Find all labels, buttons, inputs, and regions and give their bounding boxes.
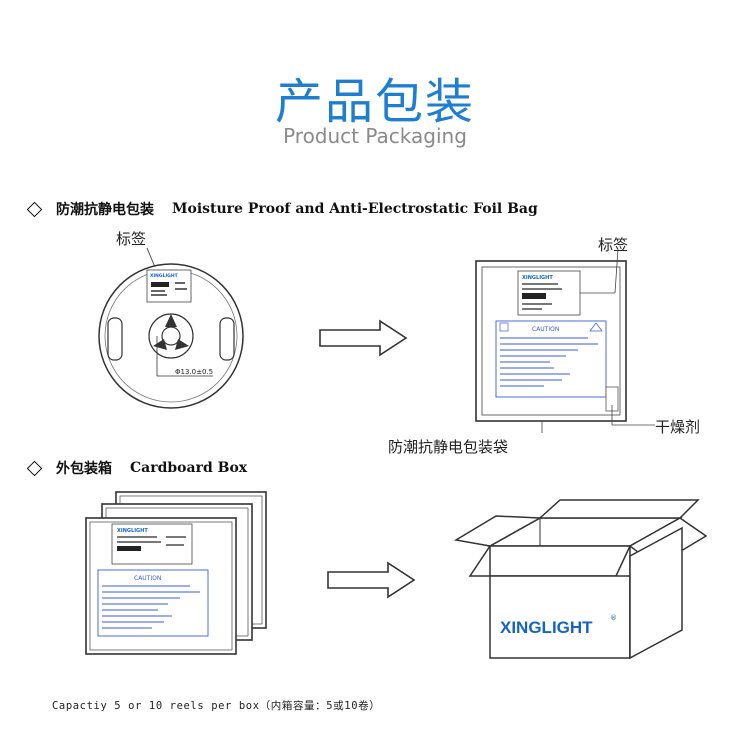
foil-bag-diagram: XINGLIGHT CAUTION xyxy=(475,248,655,433)
section1-heading-cn: 防潮抗静电包装 xyxy=(56,202,154,218)
section2-heading: 外包装箱 Cardboard Box xyxy=(26,458,247,478)
reel-sticker-brand: XINGLIGHT xyxy=(150,273,179,279)
cardboard-box-diagram: XINGLIGHT ® xyxy=(453,499,708,660)
arrow-right-icon xyxy=(327,561,416,599)
bag-label-callout: 标签 xyxy=(598,236,629,254)
section2-heading-en: Cardboard Box xyxy=(130,460,248,476)
stack-sticker-brand: XINGLIGHT xyxy=(117,528,148,534)
section1-heading: 防潮抗静电包装 Moisture Proof and Anti-Electros… xyxy=(26,199,538,219)
section2-heading-cn: 外包装箱 xyxy=(56,461,112,477)
page-subtitle: Product Packaging xyxy=(283,124,467,148)
stack-caution-title: CAUTION xyxy=(134,575,161,582)
capacity-note: Capactiy 5 or 10 reels per box（内箱容量：5或10… xyxy=(52,700,381,712)
bag-caution-title: CAUTION xyxy=(532,326,559,333)
page-title: 产品包装 xyxy=(274,74,475,130)
section1-heading-en: Moisture Proof and Anti-Electrostatic Fo… xyxy=(172,201,538,217)
desiccant-callout: 干燥剂 xyxy=(655,418,701,436)
reel-dimension-text: Φ13.0±0.5 xyxy=(175,368,213,376)
reel-diagram: Φ13.0±0.5 XINGLIGHT xyxy=(98,247,244,409)
box-brand-text: XINGLIGHT xyxy=(500,618,593,637)
diamond-bullet-icon xyxy=(26,201,43,217)
box-brand-mark: ® xyxy=(610,614,617,622)
bag-sticker-brand: XINGLIGHT xyxy=(522,275,553,281)
reel-label-callout: 标签 xyxy=(116,230,147,248)
foil-bag-callout: 防潮抗静电包装袋 xyxy=(388,438,509,456)
diamond-bullet-icon xyxy=(26,460,43,476)
arrow-right-icon xyxy=(319,319,408,357)
stacked-bags-diagram: XINGLIGHT CAUTION xyxy=(85,491,267,655)
